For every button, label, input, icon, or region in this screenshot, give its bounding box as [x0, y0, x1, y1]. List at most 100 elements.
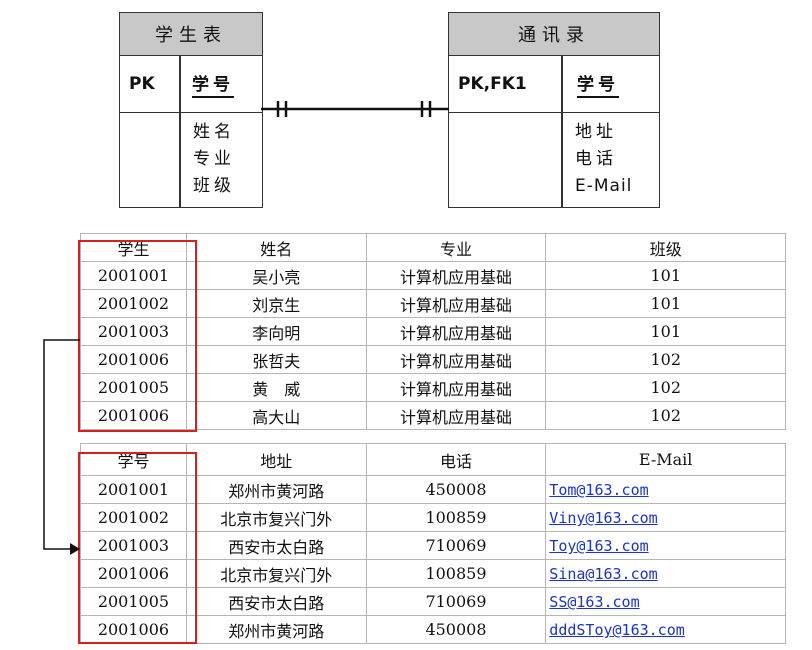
table-cell: 102 — [545, 401, 786, 430]
table-cell: Sina@163.com — [545, 559, 786, 588]
student-entity-attributes: 姓名 专业 班级 — [193, 119, 235, 200]
table-cell: 2001006 — [80, 401, 187, 430]
table-cell: 101 — [545, 261, 786, 290]
contact-entity-key-row — [449, 56, 659, 113]
table-cell: 450008 — [365, 475, 547, 504]
table-cell: 2001005 — [80, 587, 187, 616]
table-row: 2001006 郑州市黄河路 450008 dddSToy@163.com — [80, 615, 786, 644]
table-cell: 100859 — [365, 503, 547, 532]
email-link[interactable]: Toy@163.com — [549, 537, 649, 555]
table-cell: 2001002 — [80, 503, 187, 532]
table-cell: 2001003 — [80, 317, 187, 346]
table-cell: Toy@163.com — [545, 531, 786, 560]
table-cell: 高大山 — [185, 401, 367, 430]
column-header: 专业 — [365, 233, 547, 262]
table-cell: 计算机应用基础 — [365, 289, 547, 318]
table-cell: Tom@163.com — [545, 475, 786, 504]
table-cell: 郑州市黄河路 — [185, 475, 367, 504]
table-cell: 计算机应用基础 — [365, 373, 547, 402]
contact-entity-key-text: 学号 — [577, 70, 619, 98]
contact-entity-key-field: 学号 — [577, 56, 619, 112]
table-cell: 450008 — [365, 615, 547, 644]
table-cell: 计算机应用基础 — [365, 401, 547, 430]
email-link[interactable]: Viny@163.com — [549, 509, 658, 527]
table-row: 2001006 北京市复兴门外 100859 Sina@163.com — [80, 559, 786, 588]
link-arrow — [43, 339, 80, 555]
table-cell: 101 — [545, 289, 786, 318]
student-id-highlight-box — [78, 240, 197, 432]
email-link[interactable]: dddSToy@163.com — [549, 621, 685, 639]
column-header: 电话 — [365, 443, 547, 476]
table-row: 2001002 刘京生 计算机应用基础 101 — [80, 289, 786, 318]
table-cell: 北京市复兴门外 — [185, 559, 367, 588]
table-cell: 2001005 — [80, 373, 187, 402]
student-attr: 姓名 — [193, 122, 235, 142]
table-cell: 102 — [545, 373, 786, 402]
table-row: 2001001 吴小亮 计算机应用基础 101 — [80, 261, 786, 290]
column-header: 学号 — [80, 443, 187, 476]
column-header: 学生 — [80, 233, 187, 262]
table-header-row: 学号 地址 电话 E-Mail — [80, 443, 786, 476]
table-cell: 计算机应用基础 — [365, 261, 547, 290]
student-entity-divider — [179, 56, 181, 207]
table-cell: SS@163.com — [545, 587, 786, 616]
contact-entity-attributes: 地址 电话 E-Mail — [575, 119, 632, 200]
table-row: 2001003 李向明 计算机应用基础 101 — [80, 317, 786, 346]
table-cell: 吴小亮 — [185, 261, 367, 290]
table-cell: 北京市复兴门外 — [185, 503, 367, 532]
contact-attr: 地址 — [575, 122, 617, 142]
email-link[interactable]: SS@163.com — [549, 593, 640, 611]
student-entity-pk-label: PK — [129, 74, 155, 94]
student-entity-key-text: 学号 — [192, 70, 234, 98]
table-cell: 2001003 — [80, 531, 187, 560]
student-entity-box: 学生表 PK 学号 姓名 专业 班级 — [119, 12, 263, 208]
column-header: 班级 — [545, 233, 786, 262]
column-header: E-Mail — [545, 443, 786, 476]
table-cell: 100859 — [365, 559, 547, 588]
table-cell: 2001002 — [80, 289, 187, 318]
email-link[interactable]: Sina@163.com — [549, 565, 658, 583]
contact-entity-pk-label: PK,FK1 — [458, 74, 527, 94]
student-entity-key-row — [120, 56, 262, 113]
student-entity-key-field: 学号 — [192, 56, 234, 112]
contact-attr: 电话 — [575, 149, 617, 169]
table-cell: 101 — [545, 317, 786, 346]
table-cell: 2001001 — [80, 475, 187, 504]
table-cell: 计算机应用基础 — [365, 317, 547, 346]
student-entity-title: 学生表 — [120, 13, 262, 56]
table-cell: 计算机应用基础 — [365, 345, 547, 374]
table-cell: 刘京生 — [185, 289, 367, 318]
table-cell: 西安市太白路 — [185, 587, 367, 616]
table-cell: Viny@163.com — [545, 503, 786, 532]
student-table: 学生 姓名 专业 班级 2001001 吴小亮 计算机应用基础 101 2001… — [80, 233, 786, 430]
table-cell: 2001006 — [80, 345, 187, 374]
table-cell: 郑州市黄河路 — [185, 615, 367, 644]
table-cell: 710069 — [365, 587, 547, 616]
table-cell: 张哲夫 — [185, 345, 367, 374]
table-cell: 黄 威 — [185, 373, 367, 402]
contact-attr: E-Mail — [575, 176, 633, 196]
email-link[interactable]: Tom@163.com — [549, 481, 649, 499]
table-cell: 102 — [545, 345, 786, 374]
table-row: 2001005 西安市太白路 710069 SS@163.com — [80, 587, 786, 616]
table-cell: 710069 — [365, 531, 547, 560]
contact-entity-box: 通讯录 PK,FK1 学号 地址 电话 E-Mail — [448, 12, 660, 208]
contact-entity-title: 通讯录 — [449, 13, 659, 56]
student-attr: 专业 — [193, 149, 235, 169]
student-attr: 班级 — [193, 176, 235, 196]
table-row: 2001002 北京市复兴门外 100859 Viny@163.com — [80, 503, 786, 532]
column-header: 地址 — [185, 443, 367, 476]
table-cell: 西安市太白路 — [185, 531, 367, 560]
table-row: 2001001 郑州市黄河路 450008 Tom@163.com — [80, 475, 786, 504]
relationship-line — [261, 101, 449, 117]
table-row: 2001006 高大山 计算机应用基础 102 — [80, 401, 786, 430]
contact-table: 学号 地址 电话 E-Mail 2001001 郑州市黄河路 450008 To… — [80, 443, 786, 644]
table-cell: 2001006 — [80, 559, 187, 588]
table-cell: dddSToy@163.com — [545, 615, 786, 644]
column-header: 姓名 — [185, 233, 367, 262]
contact-id-highlight-box — [78, 452, 197, 644]
table-cell: 李向明 — [185, 317, 367, 346]
table-row: 2001006 张哲夫 计算机应用基础 102 — [80, 345, 786, 374]
table-row: 2001003 西安市太白路 710069 Toy@163.com — [80, 531, 786, 560]
contact-entity-divider — [561, 56, 563, 207]
